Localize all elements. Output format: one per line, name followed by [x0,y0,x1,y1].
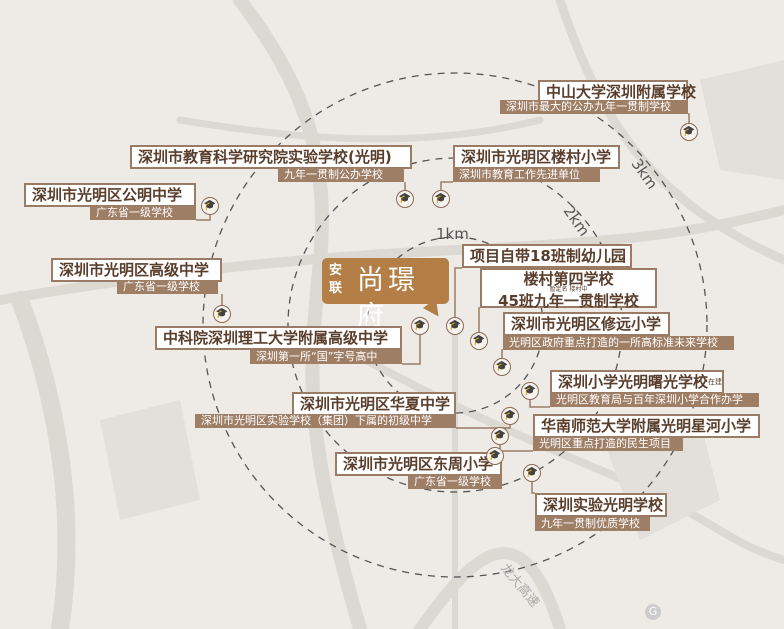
school-name: 项目自带18班制幼儿园 [470,247,626,265]
school-description: 九年一贯制优质学校 [535,517,650,531]
leader-line [402,326,421,365]
school-label[interactable]: 深圳市光明区高级中学 [51,258,222,282]
school-name: 深圳市光明区修远小学 [511,315,662,333]
graduation-cap-icon[interactable]: 🎓 [446,317,464,335]
school-name: 深圳市教育科学研究院实验学校(光明) [138,148,392,166]
school-description: 广东省一级学校 [408,475,502,489]
school-description: 深圳市最大的公办九年一贯制学校 [500,100,688,114]
school-name-line2: 45班九年一贯制学校 [498,292,639,310]
school-label[interactable]: 深圳实验光明学校 [535,493,667,517]
school-label[interactable]: 中科院深圳理工大学附属高级中学 [155,326,402,350]
ring-3km [202,72,708,578]
school-name: 中科院深圳理工大学附属高级中学 [163,329,389,347]
school-name: 深圳市光明区公明中学 [32,186,183,204]
school-description: 广东省一级学校 [90,206,196,220]
school-label[interactable]: 深圳市光明区东周小学 [335,452,502,476]
school-description: 光明区教育局与百年深圳小学合作办学 [550,393,759,407]
school-description: 广东省一级学校 [117,280,218,294]
school-label[interactable]: 项目自带18班制幼儿园 [462,244,632,268]
school-name: 深圳小学光明曙光学校 [558,373,709,391]
school-name: 深圳市光明区东周小学 [343,455,494,473]
graduation-cap-icon[interactable]: 🎓 [470,332,488,350]
ring-label-1km: 1km [436,225,469,243]
school-name: 深圳实验光明学校 [543,496,664,514]
graduation-cap-icon[interactable]: 🎓 [396,190,414,208]
school-label[interactable]: 深圳市光明区楼村小学 [453,145,620,169]
school-description: 深圳市教育工作先进单位 [453,168,600,182]
school-description: 光明区政府重点打造的一所高标准未来学校 [503,336,734,350]
school-name: 深圳市光明区楼村小学 [461,148,612,166]
graduation-cap-icon[interactable]: 🎓 [432,190,450,208]
graduation-cap-icon[interactable]: 🎓 [493,358,511,376]
graduation-cap-icon[interactable]: 🎓 [523,464,541,482]
graduation-cap-icon[interactable]: 🎓 [521,382,539,400]
project-logo[interactable]: 安联 尚璟府 [322,258,449,332]
school-name: 华南师范大学附属光明星河小学 [541,417,752,435]
school-note: 在建 [708,378,723,386]
school-label[interactable]: 深圳市光明区公明中学 [24,183,196,207]
graduation-cap-icon[interactable]: 🎓 [411,317,429,335]
graduation-cap-icon[interactable]: 🎓 [491,427,509,445]
leader-line [454,267,462,326]
school-label[interactable]: 深圳市光明区修远小学 [503,312,670,336]
school-name: 深圳市光明区华夏中学 [300,395,451,413]
graduation-cap-icon[interactable]: 🎓 [501,407,519,425]
school-name: 楼村第四学校 [523,270,614,288]
school-label[interactable]: 深圳小学光明曙光学校在建 [550,370,724,394]
map-logo-icon: G [645,604,661,620]
leader-line [478,307,480,341]
school-description: 九年一贯制公办学校 [278,168,404,182]
school-description: 深圳市光明区实验学校（集团）下属的初级中学 [195,414,456,428]
school-label[interactable]: 华南师范大学附属光明星河小学 [533,414,760,438]
school-name: 深圳市光明区高级中学 [59,261,210,279]
school-description: 光明区重点打造的民生项目 [533,437,683,451]
graduation-cap-icon[interactable]: 🎓 [680,123,698,141]
school-label[interactable]: 深圳市光明区华夏中学 [292,392,456,416]
project-brand: 安联 [329,263,343,296]
graduation-cap-icon[interactable]: 🎓 [486,447,504,465]
school-label[interactable]: 深圳市教育科学研究院实验学校(光明) [130,145,412,169]
school-description: 深圳第一所“国”字号高中 [250,350,402,364]
school-note: 暂定名 楼村中 [549,286,588,293]
school-name: 中山大学深圳附属学校 [546,83,697,101]
graduation-cap-icon[interactable]: 🎓 [213,305,231,323]
graduation-cap-icon[interactable]: 🎓 [201,197,219,215]
